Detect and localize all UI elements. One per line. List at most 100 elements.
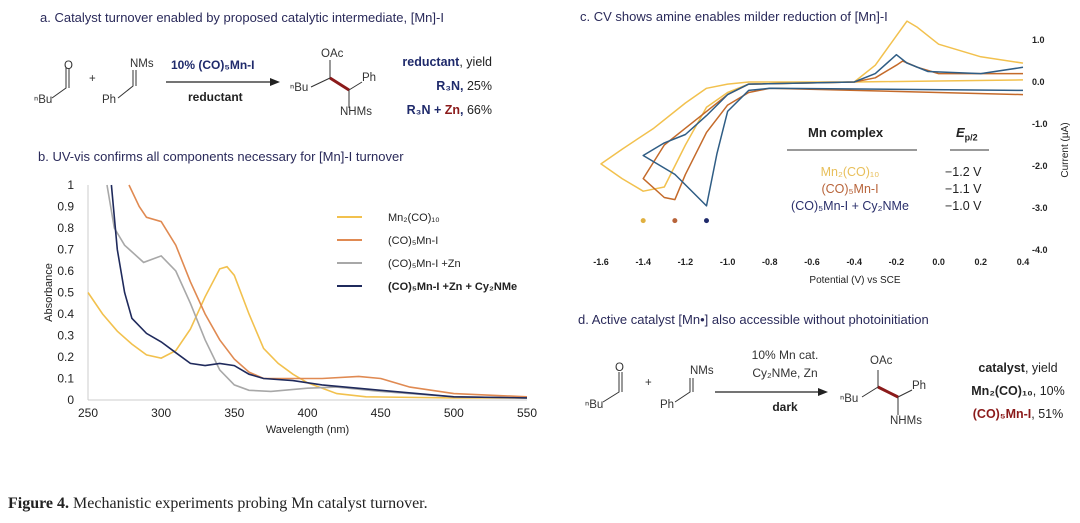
reductant-name: R₃N + [406,103,445,117]
x-axis-title: Wavelength (nm) [266,424,349,436]
y-tick-label: -4.0 [1032,245,1048,255]
x-tick-label: 0.4 [1017,257,1030,267]
yield-value: 66% [463,103,492,117]
product-phenyl-d: Ph [912,380,927,392]
legend-label: Mn₂(CO)₁₀ [388,212,440,224]
dark-label: dark [772,400,798,414]
table-ep2-value: −1.0 V [945,199,982,213]
series-line [128,184,528,398]
cv-trace [642,60,1024,201]
y-tick-label: 0.2 [57,350,74,364]
x-tick-label: -1.4 [635,257,651,267]
y-tick-label: 0.6 [57,264,74,278]
y-tick-label: 0.7 [57,243,74,257]
catalyst-name: Mn₂(CO)₁₀ [971,384,1033,398]
x-tick-label: 450 [371,406,391,420]
yield-value: , 10% [1032,384,1065,398]
scheme-a-structures [51,60,363,108]
y-tick-label: 0.8 [57,221,74,235]
aldehyde-oxygen-a: O [64,60,73,72]
y-tick-label: 0.3 [57,329,74,343]
y-axis-title: Current (µA) [1060,122,1071,177]
x-tick-label: 250 [78,406,98,420]
table-complex: Mn₂(CO)₁₀ [820,165,880,179]
y-tick-label: 1.0 [1032,35,1045,45]
series-line [106,184,528,399]
product-oac-d: OAc [870,355,893,367]
imine-phenyl-a: Ph [102,94,117,106]
aldehyde-butyl-d: ⁿBu [585,399,604,411]
y-tick-label: 0 [67,393,74,407]
cv-trace [600,20,1024,192]
x-tick-label: 500 [444,406,464,420]
results-header-rest: , yield [459,55,492,69]
new-bond-d [877,385,899,399]
ep-marker-dot [640,218,646,224]
table-complex: (CO)₅Mn-I + Cy₂NMe [791,199,909,213]
new-bond-a [329,76,350,92]
result-row-a: R₃N + Zn, 66% [402,98,492,122]
x-axis-title: Potential (V) vs SCE [809,275,900,286]
y-tick-label: 0.9 [57,200,74,214]
y-tick-label: 0.5 [57,286,74,300]
yield-value: 25% [463,79,492,93]
caption-label: Figure 4. [8,495,70,512]
plus-a: + [89,73,96,85]
panel-b-title: b. UV-vis confirms all components necess… [38,149,404,164]
y-tick-label: 0.1 [57,372,74,386]
panel-c-title: c. CV shows amine enables milder reducti… [580,9,888,24]
x-tick-label: -0.2 [889,257,905,267]
imine-nms-a: NMs [130,58,154,70]
imine-nms-d: NMs [690,365,714,377]
x-tick-label: 300 [151,406,171,420]
table-ep2-value: −1.2 V [945,165,982,179]
y-tick-label: 0.4 [57,307,74,321]
reductant-label-a: reductant [188,90,243,104]
comma: , [460,103,464,117]
panel-d-title: d. Active catalyst [Mn•] also accessible… [578,312,929,327]
results-header-bold: reductant [402,55,460,69]
product-nhms-a: NHMs [340,106,372,118]
ep-marker-dot [704,218,709,224]
zn-label: Zn [444,103,461,117]
scheme-d-structures [602,370,913,415]
results-header-a: reductant, yield [402,50,492,74]
plus-d: + [645,377,652,389]
table-header-complex: Mn complex [808,125,884,140]
imine-bonds-d [674,378,694,403]
x-tick-label: -1.2 [678,257,694,267]
reductant-name: R₃N, [436,79,464,93]
catalyst-label-a: 10% (CO)₅Mn-I [171,58,255,72]
aldehyde-butyl-a: ⁿBu [34,94,53,106]
aldehyde-bonds-a [51,68,70,99]
y-tick-label: 1 [67,178,74,192]
y-tick-label: -3.0 [1032,203,1048,213]
x-tick-label: -1.0 [720,257,736,267]
ep-subscript: p/2 [964,132,978,143]
results-a: reductant, yield R₃N, 25% R₃N + Zn, 66% [402,50,492,122]
figure-caption: Figure 4. Mechanistic experiments probin… [8,495,428,513]
results-header-bold: catalyst [978,361,1025,375]
product-phenyl-a: Ph [362,72,377,84]
results-header-rest: , yield [1024,361,1058,375]
table-complex: (CO)₅Mn-I [821,182,879,196]
imine-bonds-a [117,70,137,99]
product-butyl-d: ⁿBu [840,393,859,405]
ep-label: E [956,125,965,140]
caption-text: Mechanistic experiments probing Mn catal… [69,495,428,512]
x-tick-label: -0.6 [804,257,820,267]
product-nhms-d: NHMs [890,415,922,427]
y-tick-label: -1.0 [1032,119,1048,129]
x-tick-label: -0.4 [846,257,862,267]
panel-a-title: a. Catalyst turnover enabled by proposed… [40,10,444,25]
x-tick-label: 0.2 [975,257,988,267]
cv-trace [642,53,1024,207]
legend-label: (CO)₅Mn-I +Zn + Cy₂NMe [388,281,517,293]
x-tick-label: -1.6 [593,257,609,267]
table-ep2-column: −1.2 V −1.1 V −1.0 V [945,164,982,215]
legend-label: (CO)₅Mn-I [388,235,438,247]
additives: Cy₂NMe, Zn [752,366,818,380]
table-header-ep2: Ep/2 [956,125,978,143]
aldehyde-bonds-d [602,372,623,403]
